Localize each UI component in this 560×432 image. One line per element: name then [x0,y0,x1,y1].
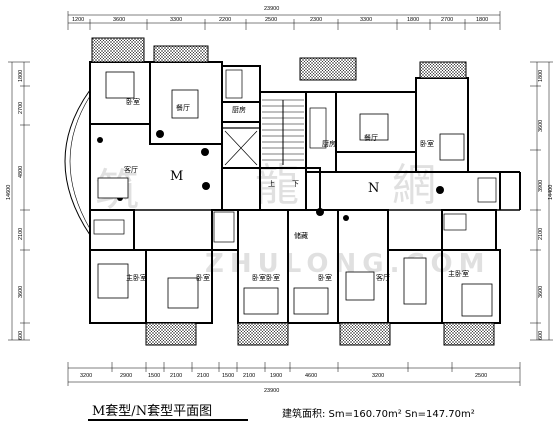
top-dimension: 1800 [476,17,488,23]
top-dimension: 3300 [360,17,372,23]
unit-label-m: M [170,169,183,184]
bottom-dimension: 1900 [270,373,282,379]
top-dimension: 3600 [113,17,125,23]
right-dimension: 3900 [538,180,544,192]
watermark-char-3: 網 [392,160,436,211]
right-total-dimension: 14400 [548,185,554,200]
room-label: 厨房 [322,139,336,148]
balconies [91,37,495,346]
building-area: 建筑面积: Sm=160.70m² Sn=147.70m² [282,409,475,420]
elevator [224,130,258,166]
bath-fixtures [93,69,497,243]
bottom-dimension: 2500 [475,373,487,379]
right-dimension: 2100 [538,228,544,240]
bottom-dimension: 2100 [243,373,255,379]
right-dimension: 3600 [538,120,544,132]
bottom-dimension: 3200 [372,373,384,379]
top-dimension: 1800 [407,17,419,23]
room-label: 餐厅 [176,103,190,112]
room-label: 卧室 [318,273,332,282]
stair-down-label: 下 [292,180,299,188]
plants [97,130,444,221]
right-dimension: 1800 [538,70,544,82]
bottom-total-dimension: 23900 [264,388,279,394]
stair-up-label: 上 [268,179,275,188]
room-label: 卧室 [266,273,280,282]
bay-window [64,89,91,236]
room-label: 客厅 [124,165,138,174]
room-label: 卧室 [420,139,434,148]
top-dimension: 3300 [170,17,182,23]
bottom-dimension: 2100 [197,373,209,379]
room-label: 主卧室 [448,269,469,278]
left-dimension: 2100 [18,228,24,240]
stair [262,99,304,165]
top-dimension-lines [67,11,501,30]
title-underline [88,419,248,421]
bottom-dimension: 4600 [305,373,317,379]
dining-tables [171,89,389,141]
beds [97,71,493,317]
left-dimension: 2700 [18,102,24,114]
room-label: 客厅 [376,273,390,282]
top-total-dimension: 23900 [264,6,279,12]
left-dimension: 4800 [18,166,24,178]
left-dimension: 1800 [18,70,24,82]
room-label: 储藏 [294,231,308,240]
walls [89,61,521,324]
bay-window [69,95,91,230]
watermark: 筑 龍 網 ZHULONG.COM [95,160,491,279]
room-label: 卧室 [252,273,266,282]
top-dimension: 1200 [72,17,84,23]
room-label: 卧室 [126,97,140,106]
bottom-dimension: 1500 [222,373,234,379]
top-dimension: 2300 [310,17,322,23]
right-dimension: 3600 [538,286,544,298]
room-label: 主卧室 [126,273,147,282]
bottom-dimension: 3200 [80,373,92,379]
left-dimension: 600 [18,331,24,340]
left-dimension-lines [8,61,30,341]
right-dimension: 600 [538,331,544,340]
left-dimension: 3600 [18,286,24,298]
bottom-dimension-lines [67,362,521,386]
unit-label-n: N [368,181,379,196]
top-dimension: 2500 [265,17,277,23]
bottom-dimension: 1500 [148,373,160,379]
room-label: 卧室 [196,273,210,282]
living-furniture [97,177,427,305]
top-dimension: 2700 [441,17,453,23]
left-total-dimension: 14600 [6,185,12,200]
bottom-dimension: 2100 [170,373,182,379]
watermark-url: ZHULONG.COM [205,249,491,279]
drawing-title: M套型/N套型平面图 [92,404,213,419]
top-dimension: 2200 [219,17,231,23]
room-label: 餐厅 [364,133,378,142]
bottom-dimension: 2900 [120,373,132,379]
right-dimension-lines [530,61,553,341]
room-label: 厨房 [232,105,246,114]
